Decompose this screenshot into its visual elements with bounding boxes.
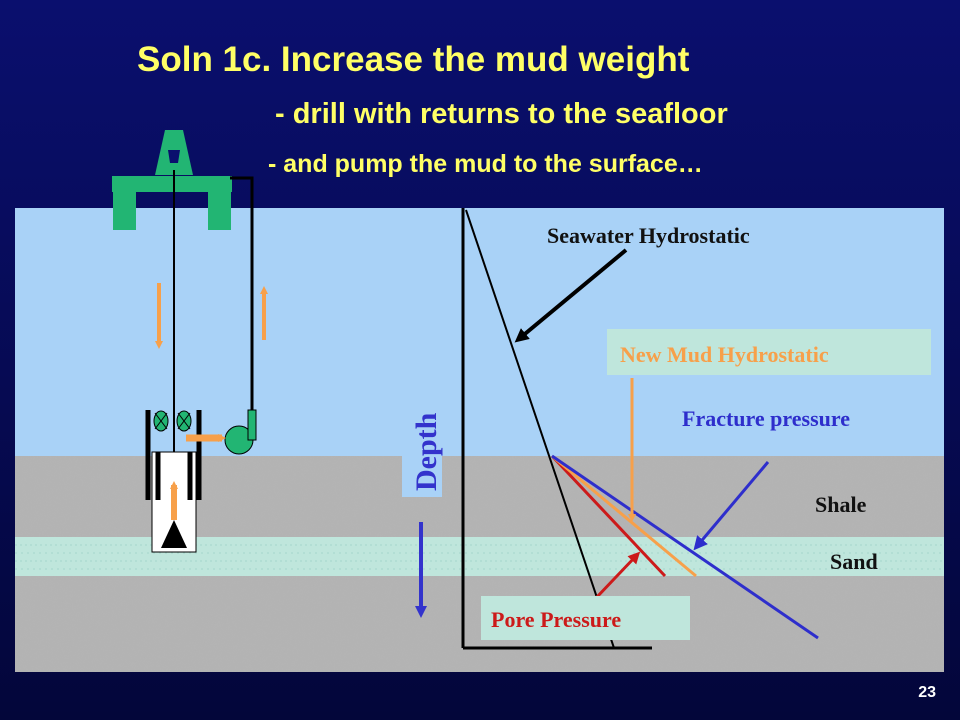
fracture-pointer-arrow (693, 461, 770, 551)
pore-pointer-arrow (594, 551, 641, 600)
rig-deck (112, 176, 232, 192)
fracture-pressure-line (551, 454, 819, 640)
drilling-rig (112, 130, 268, 553)
return-line (230, 176, 254, 412)
depth-label: Depth (410, 412, 443, 491)
depth-label-box (402, 392, 442, 497)
pontoon-left (113, 192, 136, 230)
subsea-pump-icon (224, 409, 257, 455)
pore-pressure-label: Pore Pressure (491, 607, 621, 632)
drill-bit-icon (161, 520, 187, 548)
page-number: 23 (918, 684, 936, 701)
new-mud-label-box (607, 329, 931, 375)
slide-title: Soln 1c. Increase the mud weight (137, 40, 690, 79)
fracture-pressure-label: Fracture pressure (682, 406, 850, 431)
bop-valve-right-icon (176, 410, 192, 432)
shale-layer-lower (15, 576, 944, 672)
pore-pressure-label-box (481, 596, 690, 640)
sand-stipple (15, 544, 944, 570)
pore-pressure-line (550, 454, 667, 578)
seawater-hydrostatic-label: Seawater Hydrostatic (547, 223, 750, 248)
seawater-hydrostatic-line (465, 209, 615, 649)
slide-subtitle-line2: - and pump the mud to the surface… (268, 150, 703, 178)
bop-valve-left-icon (153, 410, 169, 432)
new-mud-hydrostatic-line (551, 454, 697, 578)
pontoon-right (208, 192, 231, 230)
new-mud-hydrostatic-label: New Mud Hydrostatic (620, 342, 829, 367)
pressure-depth-plot (461, 208, 819, 650)
seawater-pointer-arrow (514, 248, 628, 343)
shale-label: Shale (815, 492, 867, 517)
sand-label: Sand (830, 549, 878, 574)
slide-subtitle-line1: - drill with returns to the seafloor (275, 98, 728, 130)
